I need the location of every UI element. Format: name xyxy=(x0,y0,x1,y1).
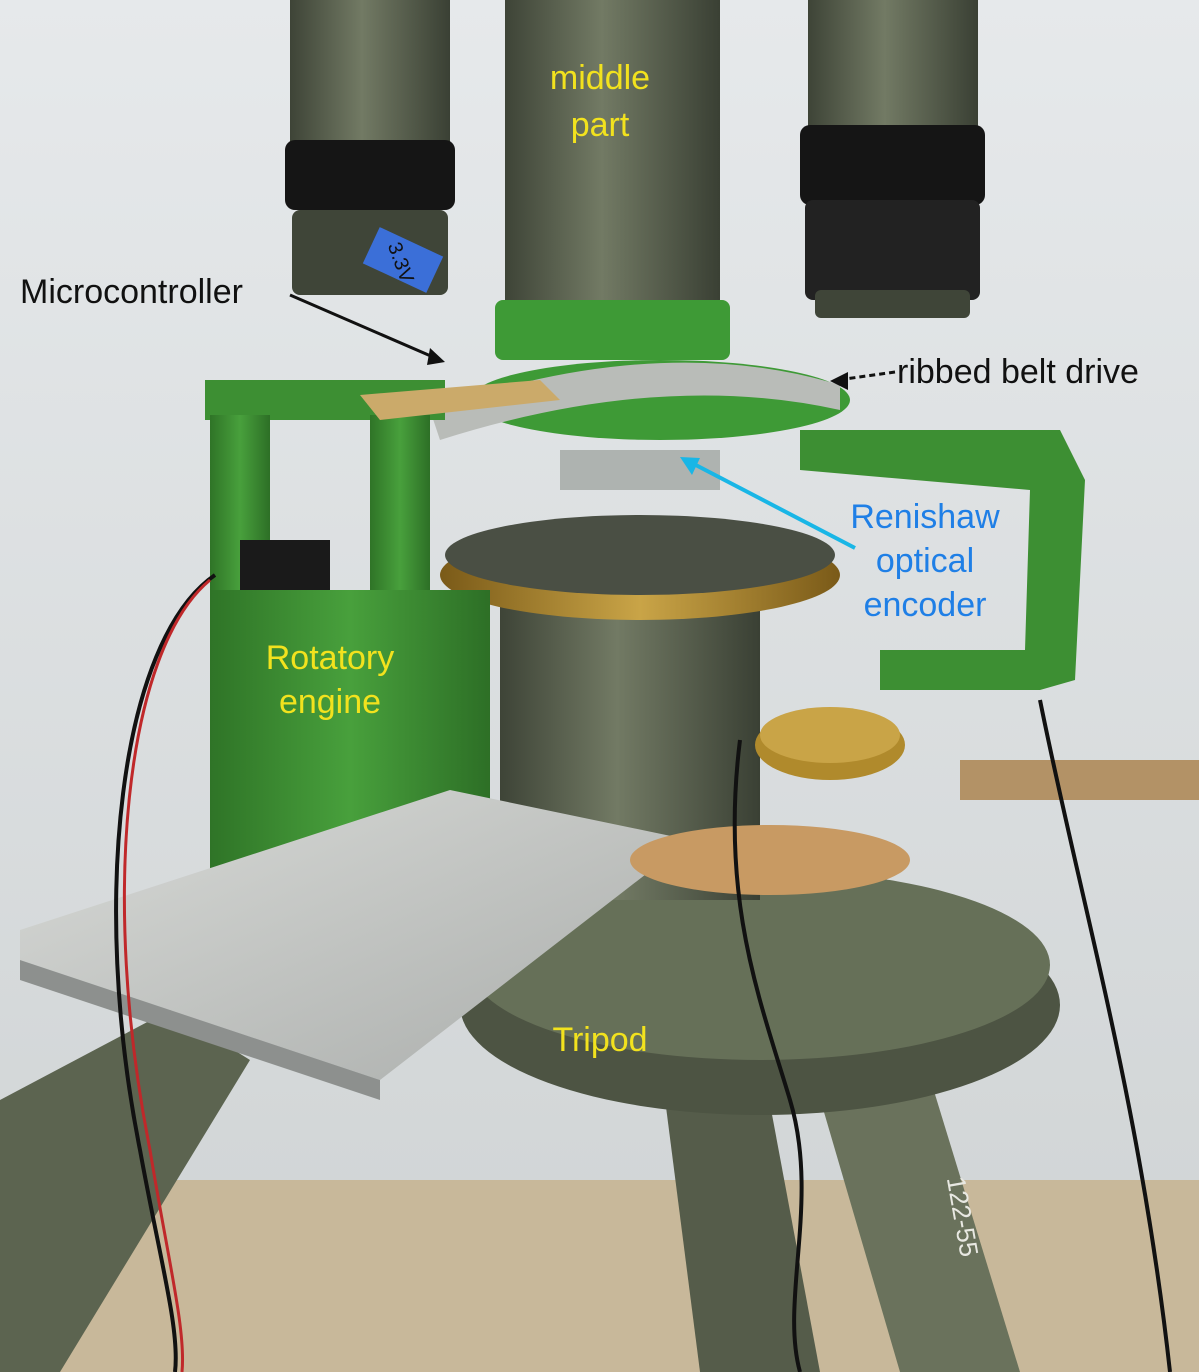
cable-red-left xyxy=(122,578,211,1372)
aluminium-plate-edge xyxy=(20,960,380,1100)
middle-tube xyxy=(495,0,730,360)
label-rotatory-line1: Rotatory xyxy=(265,639,395,677)
label-tripod: Tripod xyxy=(552,1021,648,1059)
tripod-legs xyxy=(0,980,1020,1372)
right-eyepiece xyxy=(800,0,985,318)
green-handle xyxy=(800,430,1085,690)
label-rotatory-line2: engine xyxy=(278,683,382,721)
microcontroller-board xyxy=(360,380,560,420)
wooden-disk xyxy=(630,825,910,895)
label-middle-part-line2: part xyxy=(570,106,630,144)
label-ribbed-belt-drive: ribbed belt drive xyxy=(897,353,1139,391)
wall-strip xyxy=(960,760,1199,800)
encoder-arrow xyxy=(680,457,856,550)
label-renishaw-line2: optical xyxy=(875,542,975,580)
label-microcontroller: Microcontroller xyxy=(20,273,243,311)
microcontroller-arrow xyxy=(289,293,445,365)
label-middle-part-line1: middle xyxy=(549,59,651,97)
aluminium-plate xyxy=(20,790,690,1080)
blue-tag xyxy=(362,227,444,293)
label-renishaw-line1: Renishaw xyxy=(850,498,1000,536)
encoder-ring xyxy=(560,450,720,490)
cable-black-left xyxy=(114,573,217,1372)
cable-black-right xyxy=(1038,699,1172,1372)
floor-table xyxy=(0,1180,1199,1372)
belt-arrow xyxy=(830,370,896,390)
cable-black-center xyxy=(732,739,804,1372)
label-renishaw-line3: encoder xyxy=(863,586,987,624)
tripod-head-top xyxy=(470,870,1050,1060)
encoder-disk xyxy=(445,515,835,595)
